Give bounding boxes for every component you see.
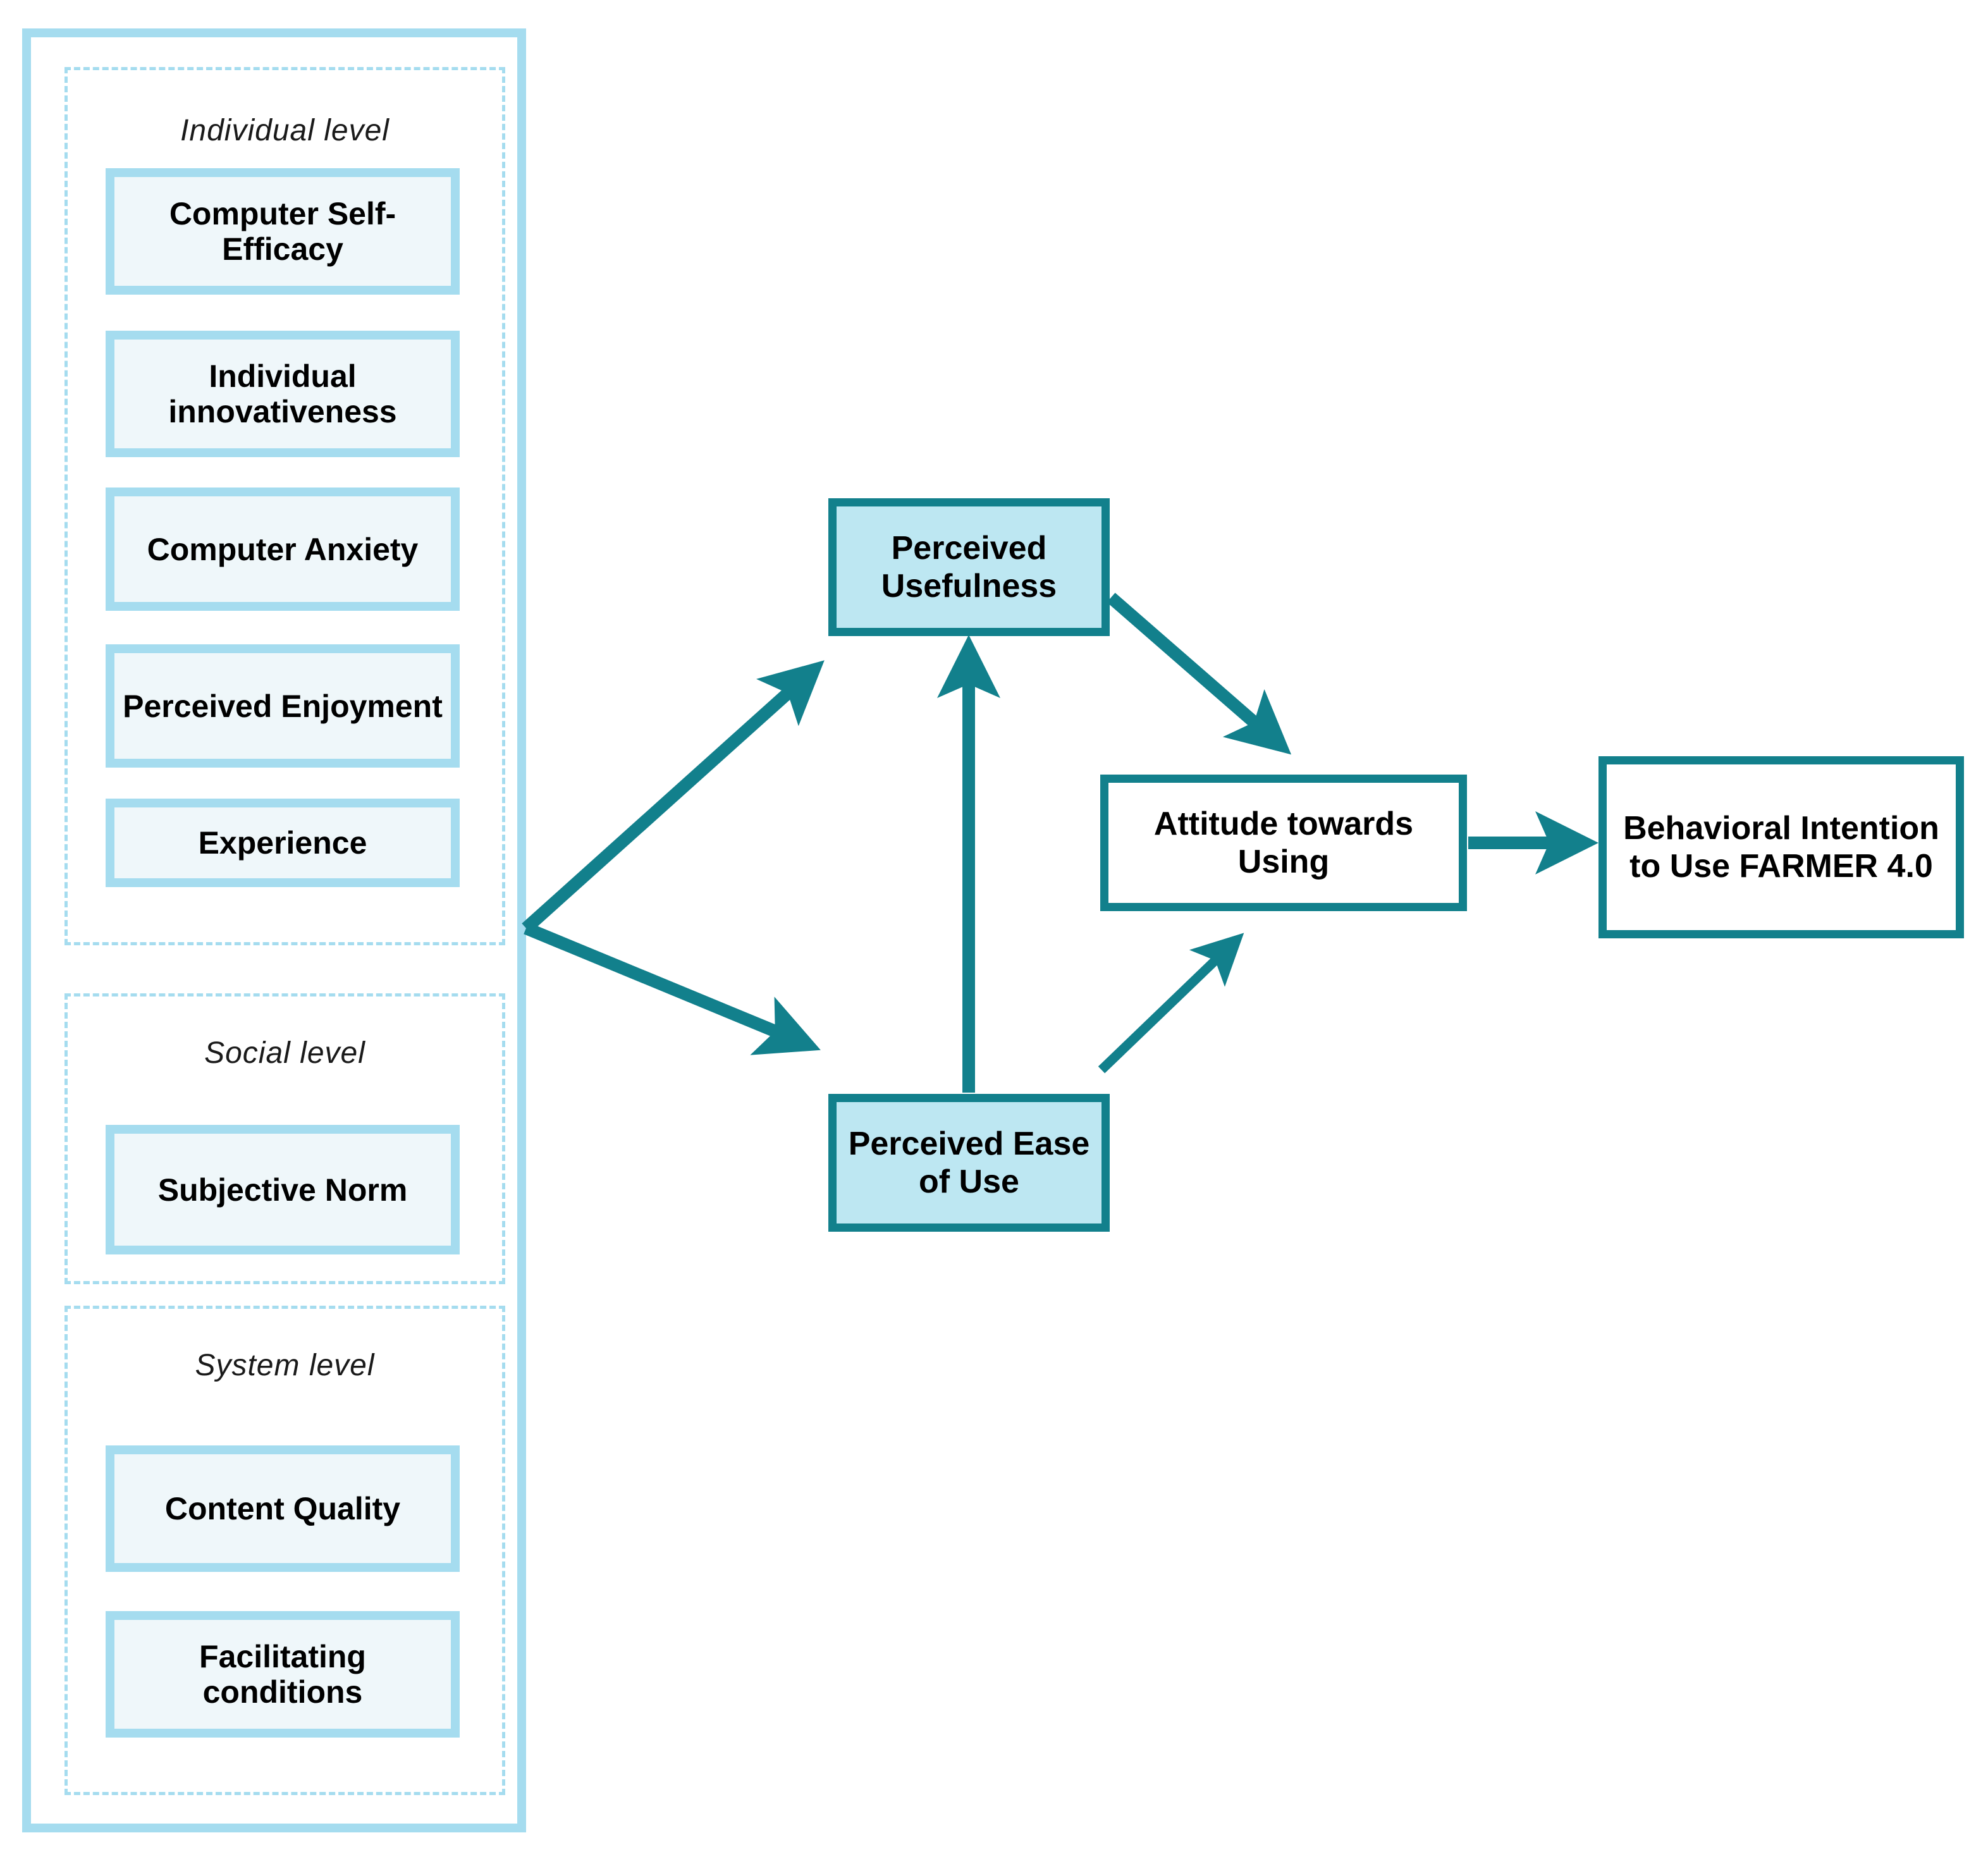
level-group-social: Social level Subjective Norm — [64, 993, 505, 1284]
construct-label: Computer Anxiety — [147, 531, 419, 567]
construct-label: Subjective Norm — [157, 1172, 408, 1208]
node-perceived-usefulness[interactable]: Perceived Usefulness — [828, 498, 1110, 636]
level-group-individual: Individual level Computer Self-Efficacy … — [64, 67, 505, 945]
level-group-system: System level Content Quality Facilitatin… — [64, 1306, 505, 1795]
node-label: Perceived Ease of Use — [848, 1125, 1090, 1200]
construct-label: Content Quality — [164, 1491, 401, 1526]
level-title-individual: Individual level — [180, 114, 390, 147]
node-behavioral-intention-to-use[interactable]: Behavioral Intention to Use FARMER 4.0 — [1598, 756, 1964, 938]
construct-label: Experience — [198, 825, 367, 861]
construct-label: Individual innovativeness — [168, 359, 397, 429]
construct-box-experience[interactable]: Experience — [106, 799, 460, 887]
construct-label: Perceived Enjoyment — [123, 688, 443, 724]
level-title-system: System level — [195, 1349, 375, 1382]
construct-box-facilitating-conditions[interactable]: Facilitating conditions — [106, 1611, 460, 1738]
construct-box-perceived-enjoyment[interactable]: Perceived Enjoyment — [106, 644, 460, 768]
edge-perceived-usefulness-to-attitude — [1107, 592, 1292, 755]
node-label: Perceived Usefulness — [881, 529, 1057, 604]
node-label: Attitude towards Using — [1153, 805, 1414, 880]
node-label: Behavioral Intention to Use FARMER 4.0 — [1623, 809, 1939, 885]
edge-antecedents-to-perceived-usefulness — [522, 660, 825, 933]
construct-box-computer-anxiety[interactable]: Computer Anxiety — [106, 488, 460, 611]
level-title-social: Social level — [204, 1036, 365, 1070]
construct-label: Computer Self-Efficacy — [169, 196, 396, 267]
construct-box-content-quality[interactable]: Content Quality — [106, 1445, 460, 1572]
antecedents-panel: Individual level Computer Self-Efficacy … — [22, 28, 526, 1832]
construct-box-individual-innovativeness[interactable]: Individual innovativeness — [106, 331, 460, 457]
edge-peou-to-attitude — [1098, 933, 1244, 1074]
node-attitude-towards-using[interactable]: Attitude towards Using — [1100, 775, 1467, 911]
node-perceived-ease-of-use[interactable]: Perceived Ease of Use — [828, 1094, 1110, 1232]
construct-box-computer-self-efficacy[interactable]: Computer Self-Efficacy — [106, 168, 460, 295]
edge-antecedents-to-perceived-ease-of-use — [524, 922, 821, 1055]
construct-box-subjective-norm[interactable]: Subjective Norm — [106, 1125, 460, 1254]
construct-label: Facilitating conditions — [199, 1639, 366, 1710]
